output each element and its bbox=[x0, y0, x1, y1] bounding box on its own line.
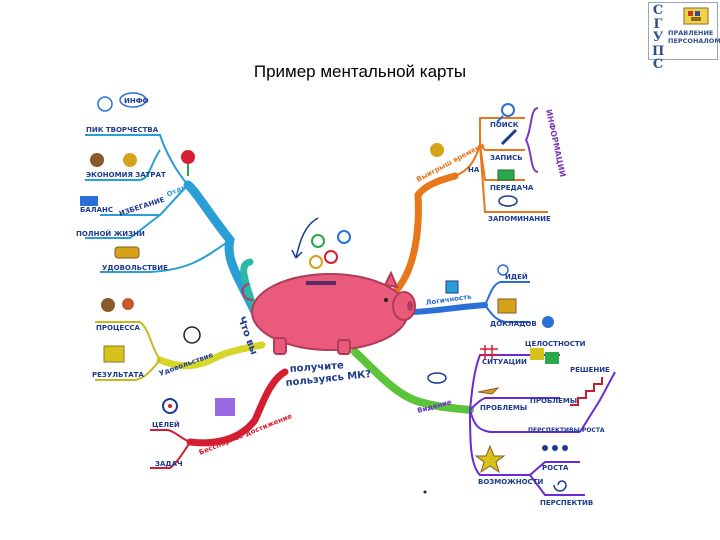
branch-dostizhenie-trunk bbox=[186, 368, 289, 447]
label-videnie-item: ЦЕЛОСТНОСТИ bbox=[525, 340, 586, 348]
smile-icon bbox=[497, 264, 509, 276]
spiral-icon bbox=[553, 480, 567, 492]
pen-icon bbox=[500, 128, 518, 146]
piggy-bank-icon bbox=[241, 270, 416, 355]
label-udovolstvie-item: РЕЗУЛЬТАТА bbox=[92, 371, 144, 379]
label-videnie-item: ПЕРСПЕКТИВ bbox=[540, 499, 593, 507]
logo-letter: С bbox=[652, 3, 664, 18]
logichnost-subbranches bbox=[484, 281, 530, 323]
dostizhenie-subbranches bbox=[150, 429, 191, 469]
globe-icon bbox=[542, 316, 554, 328]
label-udovolstvie-item: ПРОЦЕССА bbox=[96, 324, 140, 332]
money-bags-icon bbox=[90, 153, 137, 167]
label-dostizhenie-item: ЦЕЛЕЙ bbox=[152, 420, 180, 429]
label-vyigrysh-side: ИНФОРМАЦИИ bbox=[544, 109, 567, 178]
magnifier-icon bbox=[496, 103, 515, 123]
emblem-icon bbox=[683, 7, 709, 25]
label-info-bubble: ИНФО bbox=[124, 97, 149, 105]
arrow-icon bbox=[291, 217, 319, 259]
label-videnie-item: ВОЗМОЖНОСТИ bbox=[478, 478, 543, 486]
logo-letter: Г bbox=[653, 16, 663, 32]
people-icon bbox=[542, 445, 568, 451]
branch-logichnost-trunk bbox=[407, 302, 488, 315]
branch-udovolstvie-trunk bbox=[156, 341, 266, 370]
center-phrase-line2: получите bbox=[289, 360, 344, 375]
dot-icon bbox=[423, 490, 427, 494]
sun-icon bbox=[97, 96, 113, 112]
label-otdykh-item: ЭКОНОМИЯ ЗАТРАТ bbox=[86, 171, 166, 179]
label-videnie-item: РОСТА bbox=[542, 464, 569, 472]
label-videnie-item: ПЕРСПЕКТИВЫ РОСТА bbox=[528, 427, 605, 434]
label-logichnost-item: ИДЕЙ bbox=[505, 272, 528, 281]
achievement-icon bbox=[215, 398, 235, 416]
target-icon bbox=[162, 398, 178, 414]
label-videnie-item: РЕШЕНИЕ bbox=[570, 366, 610, 374]
logo-text: ПРАВЛЕНИЕ ПЕРСОНАЛОМ bbox=[668, 29, 720, 45]
branch-otdykh-trunk bbox=[183, 180, 260, 317]
brain-icon bbox=[498, 195, 518, 207]
label-vyigrysh-sub: НА bbox=[468, 166, 480, 174]
ghost-face-icon bbox=[183, 326, 201, 344]
label-otdykh-item: ПОЛНОЙ ЖИЗНИ bbox=[76, 229, 145, 238]
slide-title: Пример ментальной карты bbox=[253, 62, 467, 81]
videnie-subbranches bbox=[469, 354, 616, 496]
envelope-icon bbox=[497, 169, 515, 181]
airplane-icon bbox=[477, 387, 500, 395]
logo-letter: С bbox=[652, 57, 664, 72]
stairs-icon bbox=[570, 377, 603, 406]
documents-icon bbox=[497, 298, 517, 314]
logo-letter: У bbox=[652, 30, 664, 45]
label-dostizhenie: Бесспорное достижение bbox=[198, 412, 294, 457]
info-bubble-icon bbox=[119, 92, 147, 108]
logo-line: ПРАВЛЕНИЕ bbox=[668, 29, 714, 37]
company-logo: С Г У П С ПРАВЛЕНИЕ ПЕРСОНАЛОМ bbox=[648, 2, 720, 71]
star-icon bbox=[474, 444, 506, 474]
udovolstvie-subbranches bbox=[95, 321, 161, 381]
dice-icon bbox=[445, 280, 459, 294]
coins-icon bbox=[309, 230, 351, 269]
eye-icon bbox=[427, 372, 447, 384]
logo-line: ПЕРСОНАЛОМ bbox=[668, 37, 720, 45]
logo-letters: С Г У П С bbox=[652, 4, 664, 72]
label-otdykh-item: БАЛАНС bbox=[80, 206, 113, 214]
label-logichnost-item: ДОКЛАДОВ bbox=[490, 320, 537, 328]
branch-vyigrysh-trunk bbox=[391, 172, 459, 296]
flower-icon bbox=[181, 150, 195, 176]
label-videnie-item: ПРОБЛЕМЫ bbox=[480, 404, 527, 412]
sofa-icon bbox=[114, 246, 140, 259]
label-dostizhenie-item: ЗАДАЧ bbox=[155, 460, 183, 468]
label-otdykh-item: ПИК ТВОРЧЕСТВА bbox=[86, 126, 159, 134]
label-videnie-item: СИТУАЦИИ bbox=[482, 358, 527, 366]
label-videnie-item: ПРОБЛЕМЫ bbox=[530, 397, 577, 405]
gears-icon bbox=[101, 298, 134, 312]
label-otdykh-item: УДОВОЛЬСТВИЕ bbox=[102, 264, 168, 272]
label-vyigrysh-item: ПЕРЕДАЧА bbox=[490, 184, 534, 192]
branch-videnie-trunk bbox=[351, 348, 474, 414]
podium-icon bbox=[103, 345, 125, 363]
scales-icon bbox=[80, 196, 98, 206]
tic-tac-toe-icon bbox=[480, 345, 498, 359]
label-vyigrysh-item: ЗАПОМИНАНИЕ bbox=[488, 215, 551, 223]
trophy-icon bbox=[430, 143, 444, 157]
label-vyigrysh-item: ПОИСК bbox=[490, 121, 519, 129]
puzzle-icon bbox=[530, 348, 559, 364]
otdykh-subbranches bbox=[85, 134, 231, 273]
brace-icon bbox=[524, 107, 539, 173]
label-vyigrysh-item: ЗАПИСЬ bbox=[490, 154, 523, 162]
logo-letter: П bbox=[652, 43, 665, 59]
